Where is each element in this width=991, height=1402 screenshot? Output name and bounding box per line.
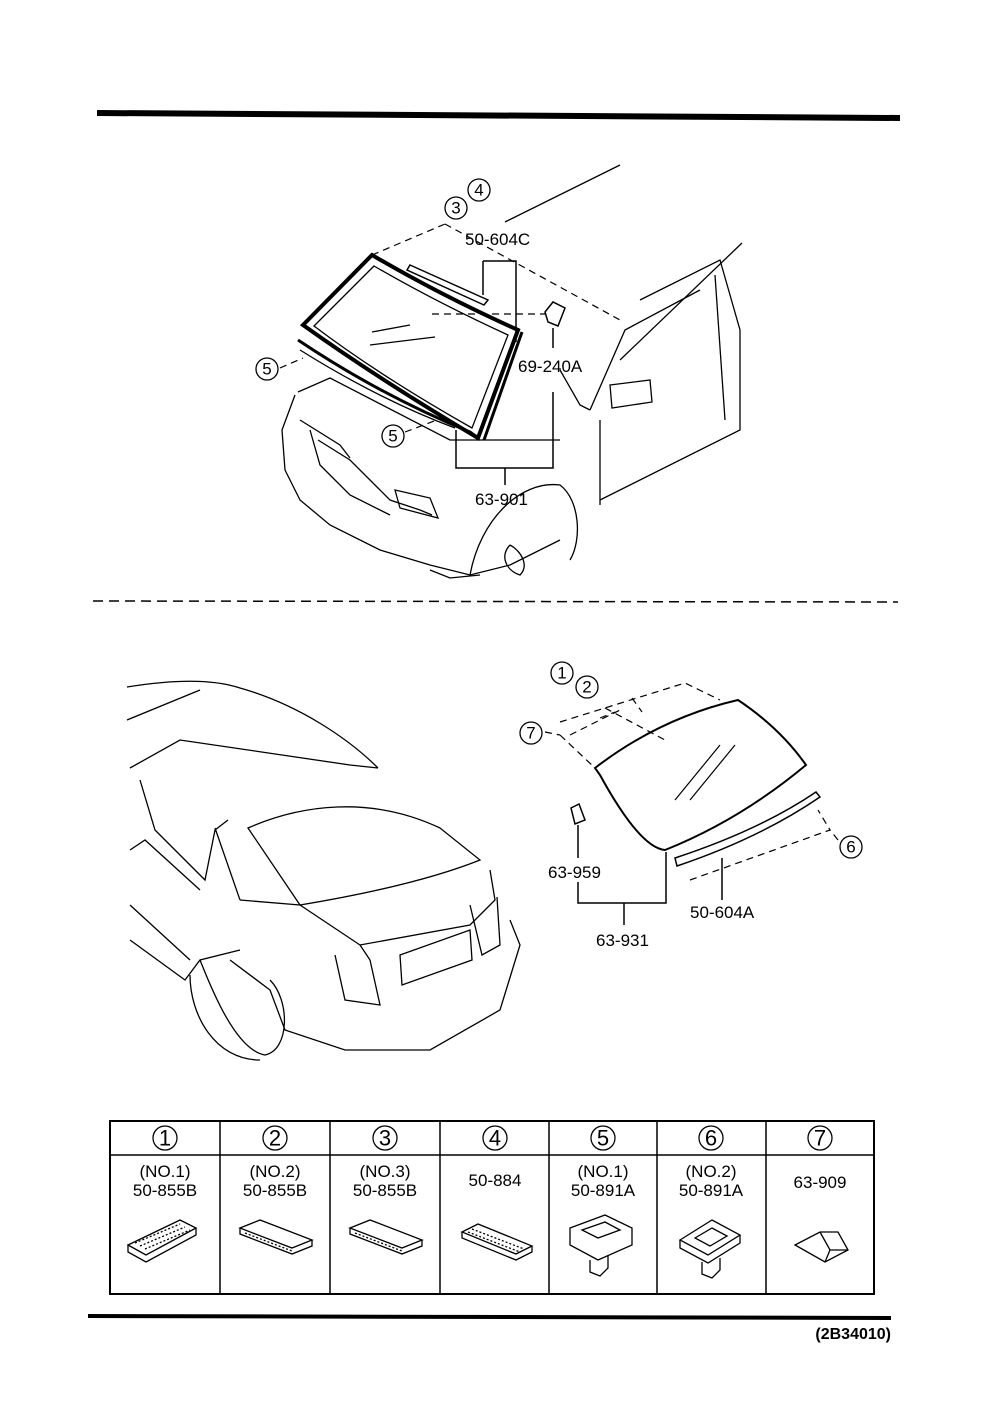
svg-text:50-855B: 50-855B: [133, 1181, 197, 1200]
svg-text:4: 4: [474, 181, 483, 200]
svg-text:50-855B: 50-855B: [353, 1181, 417, 1200]
svg-text:50-891A: 50-891A: [679, 1181, 744, 1200]
svg-text:(NO.2): (NO.2): [686, 1162, 737, 1181]
svg-text:1: 1: [557, 664, 566, 683]
svg-text:2: 2: [269, 1126, 281, 1151]
top-rule: [96, 110, 901, 121]
front-dashed-leaders: [279, 223, 621, 433]
bottom-rule: [87, 1314, 892, 1320]
table-column-7: 7 63-909: [793, 1125, 849, 1263]
callout-3: 3: [444, 196, 468, 220]
windshield-glass: [297, 252, 524, 441]
table-column-6: 6 (NO.2) 50-891A: [678, 1125, 744, 1279]
front-car-illustration: [281, 164, 743, 579]
fastener-63-959: [570, 802, 586, 826]
rear-leader-lines: [577, 825, 723, 925]
svg-text:5: 5: [597, 1126, 609, 1151]
rear-glass: [593, 698, 822, 867]
svg-text:2: 2: [582, 678, 591, 697]
rear-dashed-leaders: [544, 682, 839, 881]
front-leader-lines: [455, 260, 554, 485]
svg-text:(NO.2): (NO.2): [250, 1162, 301, 1181]
section-divider: [92, 600, 899, 603]
rear-car-illustration: [126, 680, 521, 1061]
svg-text:7: 7: [814, 1126, 826, 1151]
callout-1: 1: [550, 661, 574, 685]
label-50-604c: 50-604C: [465, 230, 530, 249]
table-column-4: 4 50-884: [460, 1125, 534, 1261]
svg-text:50-884: 50-884: [469, 1171, 522, 1190]
label-63-901: 63-901: [475, 490, 528, 509]
svg-text:1: 1: [159, 1126, 171, 1151]
svg-text:(NO.1): (NO.1): [140, 1162, 191, 1181]
part-icon-63-909: [793, 1231, 849, 1263]
svg-text:7: 7: [526, 724, 535, 743]
parts-table: 1 (NO.1) 50-855B 2 (NO.2) 50-855B 3: [109, 1120, 875, 1295]
part-icon-50-884: [460, 1223, 534, 1261]
svg-text:6: 6: [846, 838, 855, 857]
callout-6: 6: [839, 835, 863, 859]
clip-69-240a: [544, 301, 566, 327]
svg-text:3: 3: [451, 199, 460, 218]
callout-5-bottom: 5: [381, 424, 405, 448]
svg-text:(NO.3): (NO.3): [360, 1162, 411, 1181]
part-icon-no1-50-891a: [569, 1214, 633, 1277]
part-icon-no2-50-855b: [238, 1219, 314, 1255]
part-icon-no1-50-855b: [126, 1219, 198, 1263]
part-icon-no2-50-891a: [678, 1219, 742, 1279]
callout-2: 2: [575, 675, 599, 699]
svg-text:5: 5: [388, 427, 397, 446]
callout-4: 4: [467, 178, 491, 202]
svg-text:4: 4: [489, 1126, 501, 1151]
table-column-2: 2 (NO.2) 50-855B: [238, 1125, 314, 1255]
svg-text:6: 6: [705, 1126, 717, 1151]
svg-text:5: 5: [262, 360, 271, 379]
table-column-3: 3 (NO.3) 50-855B: [348, 1125, 424, 1255]
svg-text:(NO.1): (NO.1): [578, 1162, 629, 1181]
svg-text:63-909: 63-909: [794, 1173, 847, 1192]
table-column-1: 1 (NO.1) 50-855B: [126, 1125, 198, 1263]
diagram-code: (2B34010): [815, 1326, 891, 1343]
label-63-931: 63-931: [596, 931, 649, 950]
svg-text:50-855B: 50-855B: [243, 1181, 307, 1200]
part-icon-no3-50-855b: [348, 1219, 424, 1255]
svg-text:50-891A: 50-891A: [571, 1181, 636, 1200]
table-column-5: 5 (NO.1) 50-891A: [569, 1125, 636, 1277]
svg-text:3: 3: [379, 1126, 391, 1151]
label-69-240a: 69-240A: [518, 357, 583, 376]
callout-7: 7: [519, 721, 543, 745]
label-50-604a: 50-604A: [690, 903, 755, 922]
callout-5-left: 5: [255, 357, 279, 381]
label-63-959: 63-959: [548, 863, 601, 882]
